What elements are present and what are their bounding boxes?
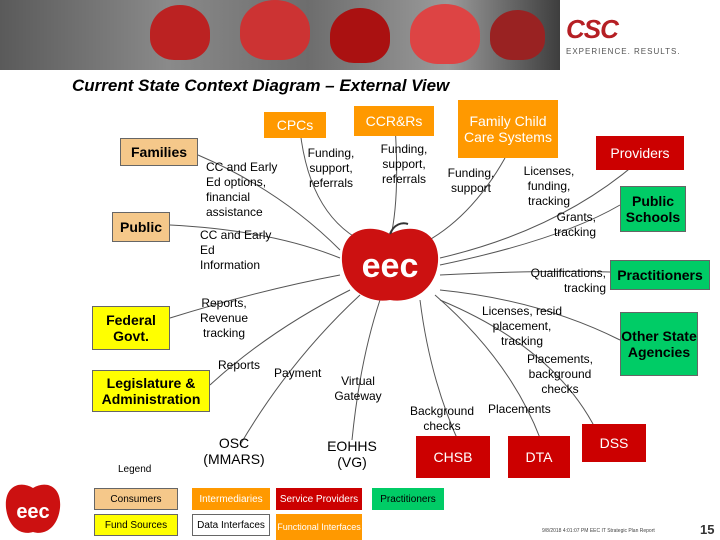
node-practitioners: Practitioners — [610, 260, 710, 290]
eec-small-logo-text: eec — [16, 501, 49, 523]
eec-small-logo: eec — [5, 484, 61, 533]
header-banner-photo — [0, 0, 560, 70]
osc-connector — [239, 294, 361, 446]
flow-label-other-state-2: Placements, background checks — [526, 352, 594, 396]
legend-service-providers: Service Providers — [276, 488, 362, 510]
dss-connector — [439, 299, 601, 439]
node-eohhs: EOHHS (VG) — [327, 437, 377, 470]
csc-tagline: EXPERIENCE. RESULTS. — [566, 47, 681, 56]
node-other-state-agencies: Other State Agencies — [620, 312, 698, 376]
practitioners-connector — [439, 270, 611, 276]
node-cpcs: CPCs — [264, 112, 326, 138]
csc-logo-mark: CSC — [566, 14, 619, 44]
eec-center-logo: eec — [341, 222, 439, 301]
public-schools-connector — [439, 204, 621, 266]
flow-label-families: CC and Early Ed options, financial assis… — [206, 160, 278, 219]
footer-note: 9/8/2018 4:01:07 PM EEC IT Strategic Pla… — [542, 528, 655, 534]
flow-label-chsb: Background checks — [409, 404, 475, 433]
node-chsb: CHSB — [416, 436, 490, 478]
eohhs-connector — [351, 299, 381, 441]
legend-title: Legend — [118, 464, 152, 475]
flow-label-ccrs: Funding, support, referrals — [380, 142, 428, 186]
flow-label-public-schools: Grants, tracking — [553, 210, 596, 239]
flow-label-practitioners: Qualifications, tracking — [530, 266, 606, 295]
federal-connector — [169, 274, 341, 319]
families-connector — [197, 154, 341, 251]
flow-label-legislature: Reports — [218, 358, 261, 372]
node-families: Families — [120, 138, 198, 166]
legend-fund-sources: Fund Sources — [94, 514, 178, 536]
flow-label-other-state-1: Licenses, resid placement, tracking — [481, 304, 563, 348]
node-family-child-care-systems: Family Child Care Systems — [458, 100, 558, 158]
flow-label-dta: Placements — [488, 402, 551, 416]
node-dta: DTA — [508, 436, 570, 478]
flow-label-osc: Payment — [274, 366, 322, 380]
legend-consumers: Consumers — [94, 488, 178, 510]
page-number: 15 — [700, 522, 715, 537]
node-public-schools: Public Schools — [620, 186, 686, 232]
cyclist-figure — [240, 0, 310, 60]
flow-label-public: CC and Early Ed Information — [200, 228, 272, 272]
cyclist-figure — [410, 4, 480, 64]
chsb-connector — [419, 299, 461, 446]
legend-functional-interfaces: Functional Interfaces — [276, 514, 362, 540]
legislature-connector — [209, 289, 351, 386]
cyclist-figure — [490, 10, 545, 60]
legend-practitioners: Practitioners — [372, 488, 444, 510]
flow-label-family-systems: Funding, support — [447, 166, 495, 195]
public-connector — [169, 224, 341, 259]
flow-label-federal: Reports, Revenue tracking — [199, 296, 249, 340]
eec-center-text: eec — [362, 247, 419, 285]
flow-label-providers: Licenses, funding, tracking — [523, 164, 575, 208]
page-title: Current State Context Diagram – External… — [72, 76, 450, 95]
legend-intermediaries: Intermediaries — [192, 488, 270, 510]
node-dss: DSS — [582, 424, 646, 462]
other-state-connector — [439, 289, 621, 341]
csc-logo: CSC EXPERIENCE. RESULTS. — [566, 14, 716, 58]
flow-label-cpcs: Funding, support, referrals — [307, 146, 355, 190]
providers-connector — [439, 159, 641, 259]
node-osc: OSC (MMARS) — [203, 434, 265, 467]
dta-connector — [434, 294, 541, 439]
node-legislature: Legislature & Administration — [92, 370, 210, 412]
legend-data-interfaces: Data Interfaces — [192, 514, 270, 536]
node-public: Public — [112, 212, 170, 242]
cyclist-figure — [150, 5, 210, 60]
node-providers: Providers — [596, 136, 684, 170]
flow-label-eohhs: Virtual Gateway — [334, 374, 382, 403]
node-federal-govt: Federal Govt. — [92, 306, 170, 350]
cyclist-figure — [330, 8, 390, 63]
node-ccrs: CCR&Rs — [354, 106, 434, 136]
